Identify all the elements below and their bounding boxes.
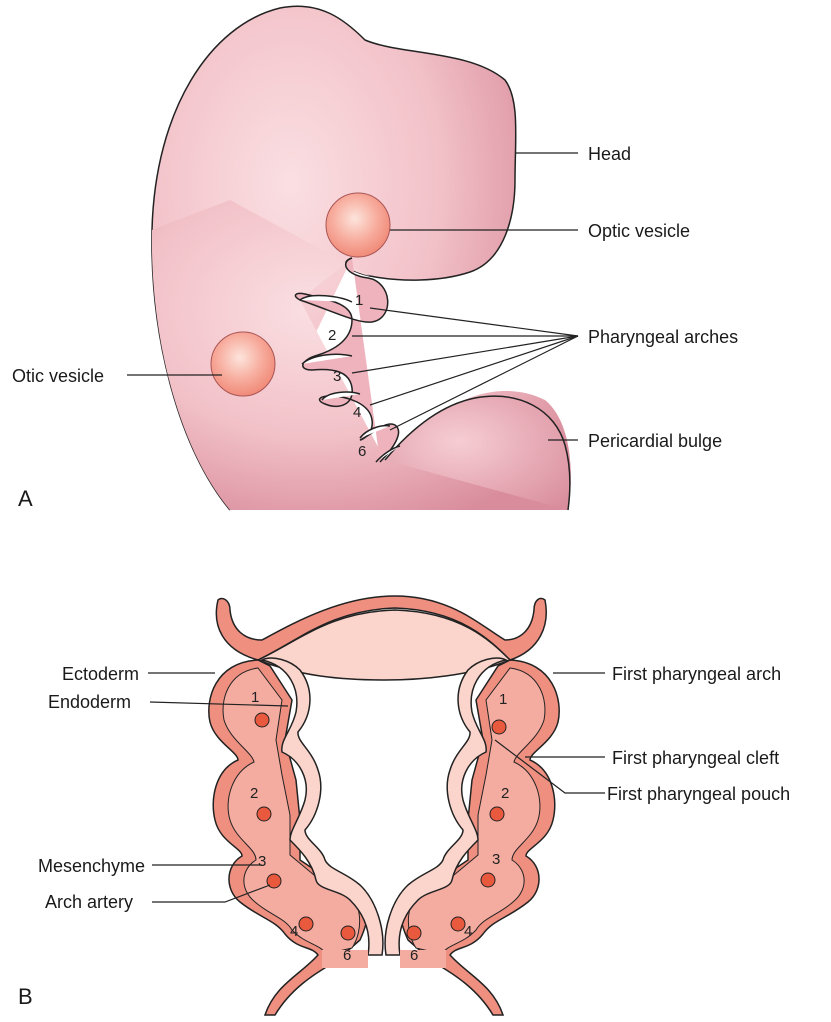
b-right-number-1: 1 <box>499 691 507 708</box>
b-left-number-2: 2 <box>250 785 258 802</box>
artery-left-1 <box>255 713 269 727</box>
b-left-number-1: 1 <box>251 689 259 706</box>
b-left-number-6: 6 <box>343 947 351 964</box>
label-head: Head <box>588 144 631 164</box>
otic-vesicle-shape <box>211 332 275 396</box>
artery-right-6 <box>407 926 421 940</box>
artery-right-1 <box>492 720 506 734</box>
arch-number-3: 3 <box>333 368 341 385</box>
label-first-pharyngeal-cleft: First pharyngeal cleft <box>612 748 779 768</box>
label-first-pharyngeal-pouch: First pharyngeal pouch <box>607 784 790 804</box>
panel-b: 1 2 3 4 6 1 2 3 4 6 Ectoderm Endoderm Me… <box>18 596 790 1015</box>
arch-number-6: 6 <box>358 443 366 460</box>
optic-vesicle-shape <box>326 193 390 257</box>
b-left-number-4: 4 <box>290 923 298 940</box>
panel-letter-b: B <box>18 984 33 1009</box>
b-left-number-3: 3 <box>258 853 266 870</box>
label-otic-vesicle: Otic vesicle <box>12 366 104 386</box>
label-endoderm: Endoderm <box>48 692 131 712</box>
b-right-number-4: 4 <box>464 923 472 940</box>
label-pharyngeal-arches: Pharyngeal arches <box>588 327 738 347</box>
arch-number-1: 1 <box>355 292 363 309</box>
b-right-number-2: 2 <box>501 785 509 802</box>
artery-right-3 <box>481 873 495 887</box>
label-ectoderm: Ectoderm <box>62 664 139 684</box>
right-bottom-fill <box>400 950 446 968</box>
label-first-pharyngeal-arch: First pharyngeal arch <box>612 664 781 684</box>
artery-left-4 <box>299 917 313 931</box>
b-right-number-6: 6 <box>410 947 418 964</box>
panel-a: 1 2 3 4 6 Head Optic vesicle Pharyngeal … <box>12 6 738 511</box>
b-right-number-3: 3 <box>492 851 500 868</box>
label-arch-artery: Arch artery <box>45 892 133 912</box>
label-pericardial-bulge: Pericardial bulge <box>588 431 722 451</box>
artery-right-2 <box>490 807 504 821</box>
artery-right-4 <box>451 917 465 931</box>
label-optic-vesicle: Optic vesicle <box>588 221 690 241</box>
panel-letter-a: A <box>18 486 33 511</box>
label-mesenchyme: Mesenchyme <box>38 856 145 876</box>
artery-left-2 <box>257 807 271 821</box>
artery-left-6 <box>341 926 355 940</box>
arch-number-4: 4 <box>353 404 361 421</box>
arch-number-2: 2 <box>328 327 336 344</box>
